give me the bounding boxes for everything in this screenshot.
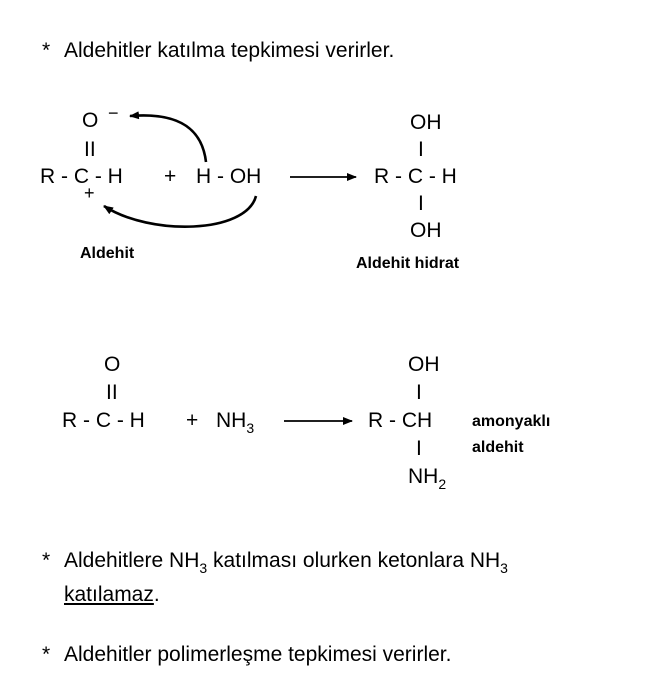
r1-water: H - OH (196, 165, 262, 188)
r2-label-line1: amonyaklı (472, 413, 551, 430)
r2-prod-main: R - CH (368, 409, 433, 432)
curved-arrow-to-oxygen (129, 111, 208, 163)
r1-label-right: Aldehit hidrat (356, 255, 460, 272)
r1-carbon-charge: + (84, 183, 95, 203)
bullet-star-3: * (42, 643, 51, 666)
r1-prod-oh-bottom: OH (410, 219, 442, 242)
bullet-2-sub1: 3 (199, 560, 208, 576)
r2-plus: + (186, 409, 199, 432)
r2-aldehyde: R - C - H (62, 409, 145, 432)
r1-double-bond: II (84, 138, 96, 161)
r2-double-bond: II (106, 381, 118, 404)
curved-arrow-to-carbon (103, 195, 258, 228)
r1-prod-main: R - C - H (374, 165, 457, 188)
r2-label-line2: aldehit (472, 439, 524, 456)
r2-prod-oh: OH (408, 353, 440, 376)
r1-prod-bond-top: I (418, 138, 424, 161)
bullet-text-2-line2: katılamaz. (64, 584, 160, 605)
bullet-2-underlined: katılamaz (64, 583, 154, 606)
r1-aldehyde: R - C - H (40, 165, 123, 188)
r2-prod-nh-sub: 2 (438, 476, 447, 492)
r2-prod-bond-top: I (416, 381, 422, 404)
r2-prod-nh2: NH2 (408, 465, 446, 491)
r2-oxygen: O (104, 353, 121, 376)
r2-ammonia-nh: NH (216, 409, 247, 432)
bullet-text-2-line1: Aldehitlere NH3 katılması olurken ketonl… (64, 549, 508, 575)
r2-ammonia: NH3 (216, 409, 254, 435)
r2-ammonia-sub: 3 (246, 420, 255, 436)
bullet-2-mid: katılması olurken ketonlara NH (207, 549, 501, 572)
bullet-text-1: Aldehitler katılma tepkimesi verirler. (64, 39, 395, 62)
bullet-text-3: Aldehitler polimerleşme tepkimesi verirl… (64, 643, 452, 666)
r2-prod-bond-bottom: I (416, 437, 422, 460)
bullet-2-sub2: 3 (500, 560, 508, 576)
r1-prod-bond-bottom: I (418, 192, 424, 215)
r1-oxygen: O (82, 109, 99, 132)
r1-prod-oh-top: OH (410, 111, 442, 134)
bullet-2-pre: Aldehitlere NH (64, 549, 200, 572)
bullet-2-end: . (153, 583, 160, 606)
r2-prod-nh: NH (408, 465, 439, 488)
bullet-star-1: * (42, 39, 51, 62)
r1-label-left: Aldehit (80, 245, 135, 262)
bullet-star-2: * (42, 549, 51, 572)
r1-plus: + (164, 165, 177, 188)
r1-oxygen-charge: − (108, 103, 119, 123)
